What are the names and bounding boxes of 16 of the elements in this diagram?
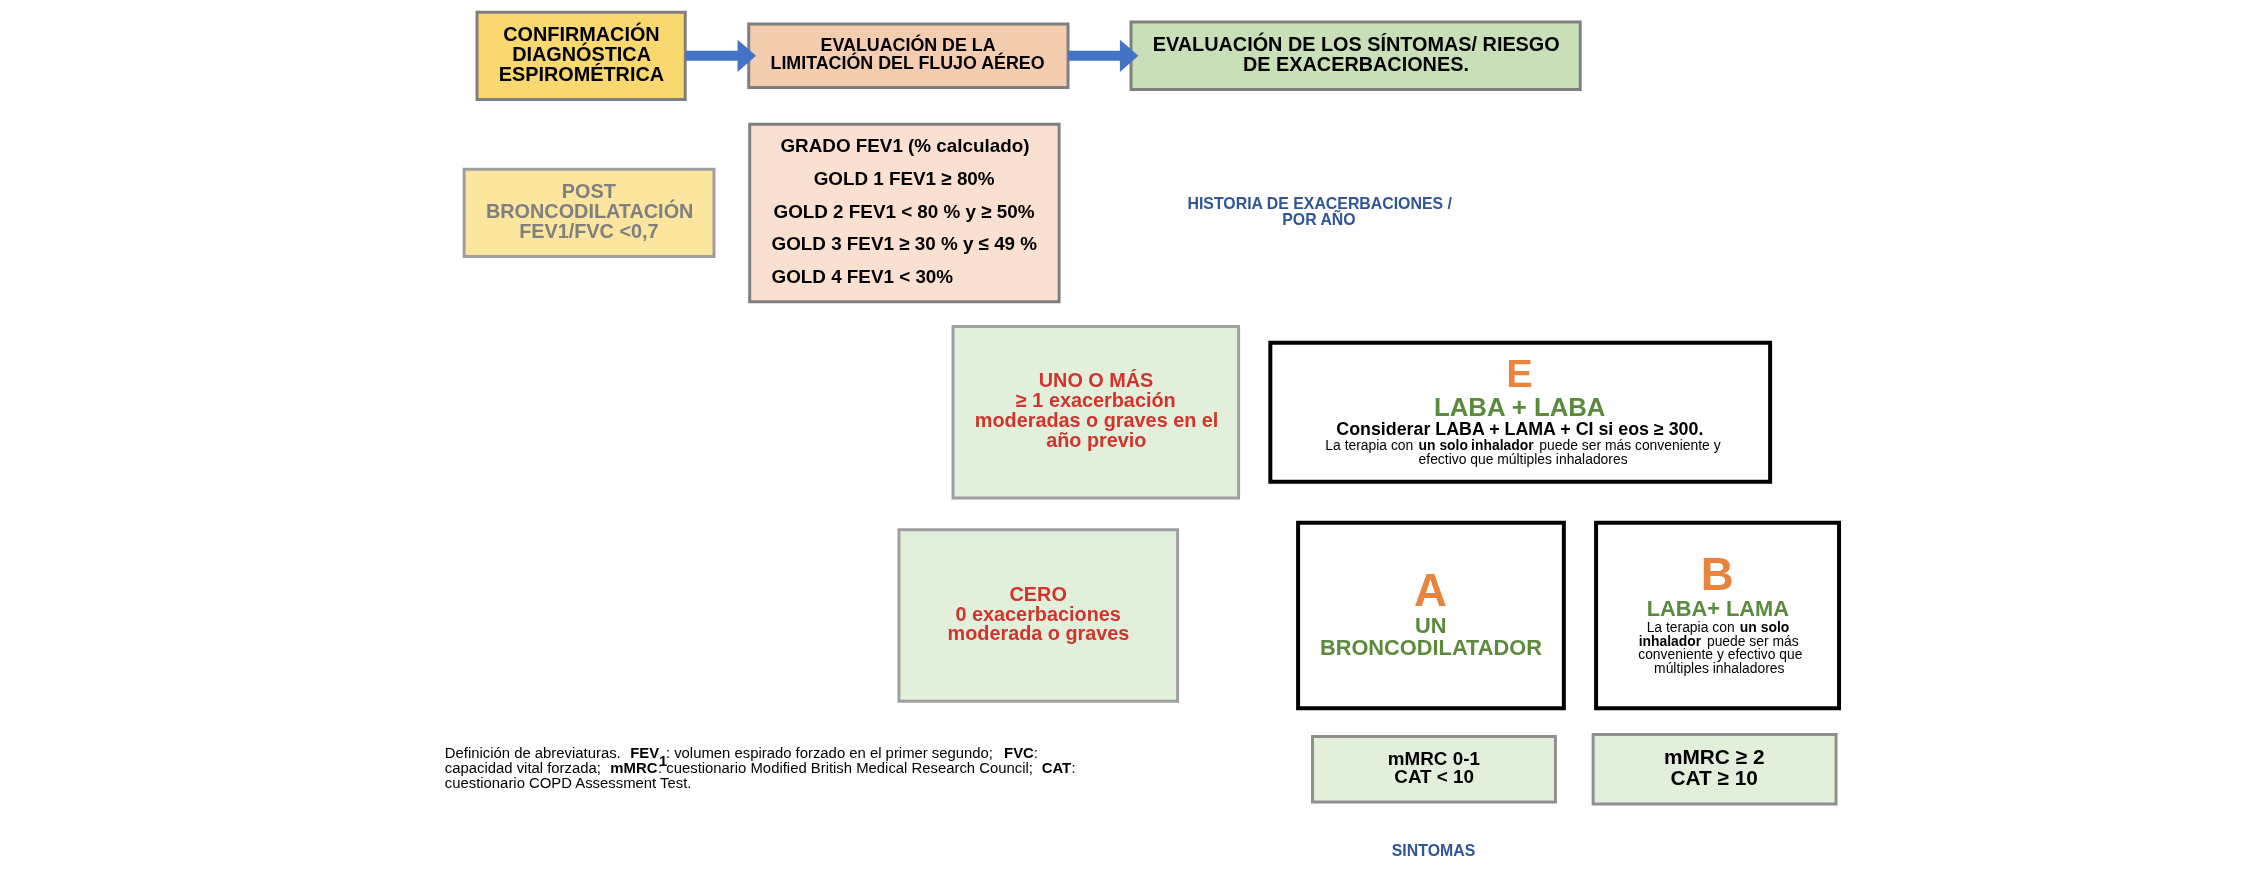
node-box: UNO O MÁS ≥ 1 exacerbación moderadas o graves en el año previo: [951, 325, 1241, 500]
arrow: [685, 39, 756, 72]
label: HISTORIA DE EXACERBACIONES / POR AÑO: [1187, 194, 1452, 228]
node-box: CONFIRMACIÓN DIAGNÓSTICA ESPIROMÉTRICA: [475, 10, 687, 101]
node-box: POST BRONCODILATACIÓN FEV1/FVC <0,7: [462, 167, 716, 259]
node-box: CERO 0 exacerbaciones moderada o graves: [897, 528, 1180, 703]
node-box: A UN BRONCODILATADOR: [1296, 520, 1566, 711]
node-box: E LABA + LABA Considerar LABA + LAMA + CI si eos ≥ 300. La terapia con un solo inhalador puede ser más conveniente y efectivo que múltiples inhaladores: [1268, 340, 1773, 484]
node-box: EVALUACIÓN DE LA LIMITACIÓN DEL FLUJO AÉREO: [747, 22, 1070, 89]
node-box: GRADO FEV1 (% calculado) GOLD 1 FEV1 ≥ 80% GOLD 2 FEV1 < 80 % y ≥ 50% GOLD 3 FEV1 ≥ 30 % y ≤ 49 % GOLD 4 FEV1 < 30%: [748, 122, 1061, 304]
node-box: EVALUACIÓN DE LOS SÍNTOMAS/ RIESGO DE EXACERBACIONES.: [1129, 20, 1582, 91]
arrow: [1068, 39, 1139, 72]
node-box: mMRC ≥ 2 CAT ≥ 10: [1591, 733, 1838, 806]
node-box: mMRC 0-1 CAT < 10: [1311, 735, 1557, 804]
label: SINTOMAS: [1391, 841, 1476, 859]
node-box: B LABA+ LAMA La terapia con un solo inhalador puede ser más conveniente y efectivo que múltiples inhaladores: [1594, 520, 1841, 711]
